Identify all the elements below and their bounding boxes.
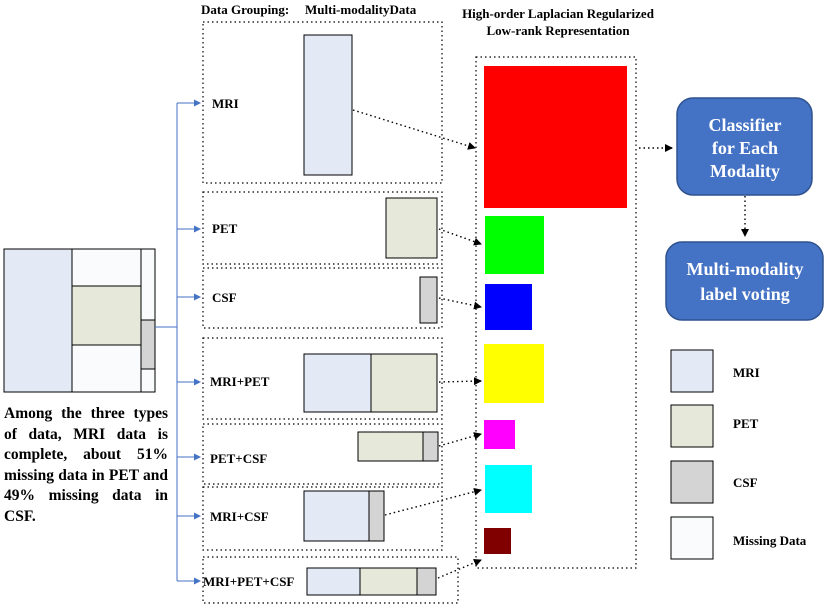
arrow-mri-pet-csf	[437, 559, 482, 579]
all-mri-block	[306, 567, 361, 596]
group-label-mri-pet-csf: MRI+PET+CSF	[203, 574, 294, 589]
classifier-line3: Modality	[710, 161, 780, 181]
representation-mri-pet	[484, 344, 544, 403]
legend: MRI PET CSF Missing Data	[670, 349, 807, 560]
matrix-pet-block	[71, 285, 142, 346]
pet-csf-pet-block	[357, 431, 424, 462]
group-label-pet: PET	[212, 221, 238, 236]
arrow-mri-csf	[384, 487, 482, 516]
group-box-mri-csf	[202, 486, 443, 551]
voting-line2: label voting	[700, 284, 790, 304]
representation-mri	[484, 66, 627, 208]
classifier-line1: Classifier	[709, 115, 782, 135]
group-label-mri: MRI	[212, 96, 239, 111]
mri-pet-pet-block	[370, 353, 438, 413]
legend-label-mri: MRI	[733, 365, 760, 380]
voting-node: Multi-modality label voting	[665, 241, 824, 321]
matrix-missing-csf-bottom	[140, 368, 156, 393]
voting-line1: Multi-modality	[687, 259, 804, 279]
group-label-mri-csf: MRI+CSF	[210, 509, 269, 524]
representation-box	[475, 56, 637, 569]
matrix-missing-bottom	[71, 344, 142, 393]
legend-swatch-mri	[670, 349, 714, 393]
arrow-mri-pet	[438, 377, 482, 386]
all-csf-block	[416, 567, 437, 596]
classifier-line2: for Each	[712, 138, 778, 158]
pet-csf-csf-block	[422, 431, 439, 462]
data-grouping-title: Data Grouping:	[201, 2, 289, 17]
classifier-node: Classifier for Each Modality	[676, 97, 813, 196]
representation-blocks	[484, 66, 627, 554]
group-box-mri-pet-csf	[202, 556, 459, 604]
mri-csf-mri-block	[303, 490, 370, 542]
group-box-pet	[202, 191, 443, 265]
legend-swatch-pet	[670, 404, 714, 448]
legend-swatch-missing	[670, 516, 714, 560]
group-box-pet-csf	[202, 423, 443, 485]
arrow-pet-csf	[438, 432, 482, 447]
hol-title-line1: High-order Laplacian Regularized	[462, 6, 655, 21]
group-box-csf	[202, 267, 443, 329]
matrix-mri-block	[3, 248, 73, 393]
pet-data-block	[385, 197, 438, 259]
representation-pet	[485, 216, 544, 274]
group-label-csf: CSF	[212, 290, 237, 305]
matrix-missing-csf-top	[140, 248, 156, 321]
legend-label-csf: CSF	[733, 475, 758, 490]
matrix-csf-block	[140, 319, 156, 370]
representation-csf	[485, 284, 532, 330]
group-data-blocks	[303, 34, 439, 596]
arrow-pet	[438, 228, 482, 246]
multimodality-title: Multi-modalityData	[305, 2, 417, 17]
mri-pet-mri-block	[303, 353, 372, 413]
group-label-mri-pet: MRI+PET	[210, 374, 270, 389]
group-connectors	[155, 99, 201, 585]
group-box-mri	[202, 21, 443, 184]
mri-data-block	[303, 34, 353, 176]
group-boxes	[202, 21, 637, 604]
representation-arrows	[352, 109, 749, 579]
missing-data-note: Among the three types of data, MRI data …	[4, 405, 168, 525]
group-box-mri-pet	[202, 337, 443, 420]
legend-label-pet: PET	[733, 416, 759, 431]
arrow-mri	[352, 109, 476, 150]
matrix-missing-top	[71, 248, 142, 287]
representation-mri-csf	[485, 465, 532, 513]
hol-title-line2: Low-rank Representation	[486, 23, 630, 38]
mri-csf-csf-block	[368, 490, 385, 542]
representation-mri-pet-csf	[484, 528, 511, 554]
group-label-pet-csf: PET+CSF	[210, 451, 267, 466]
legend-swatch-csf	[670, 460, 714, 504]
representation-pet-csf	[484, 420, 515, 449]
overall-data-matrix	[3, 248, 156, 393]
all-pet-block	[359, 567, 418, 596]
csf-data-block	[419, 276, 438, 324]
legend-label-missing: Missing Data	[733, 533, 807, 548]
arrow-csf	[438, 297, 482, 310]
